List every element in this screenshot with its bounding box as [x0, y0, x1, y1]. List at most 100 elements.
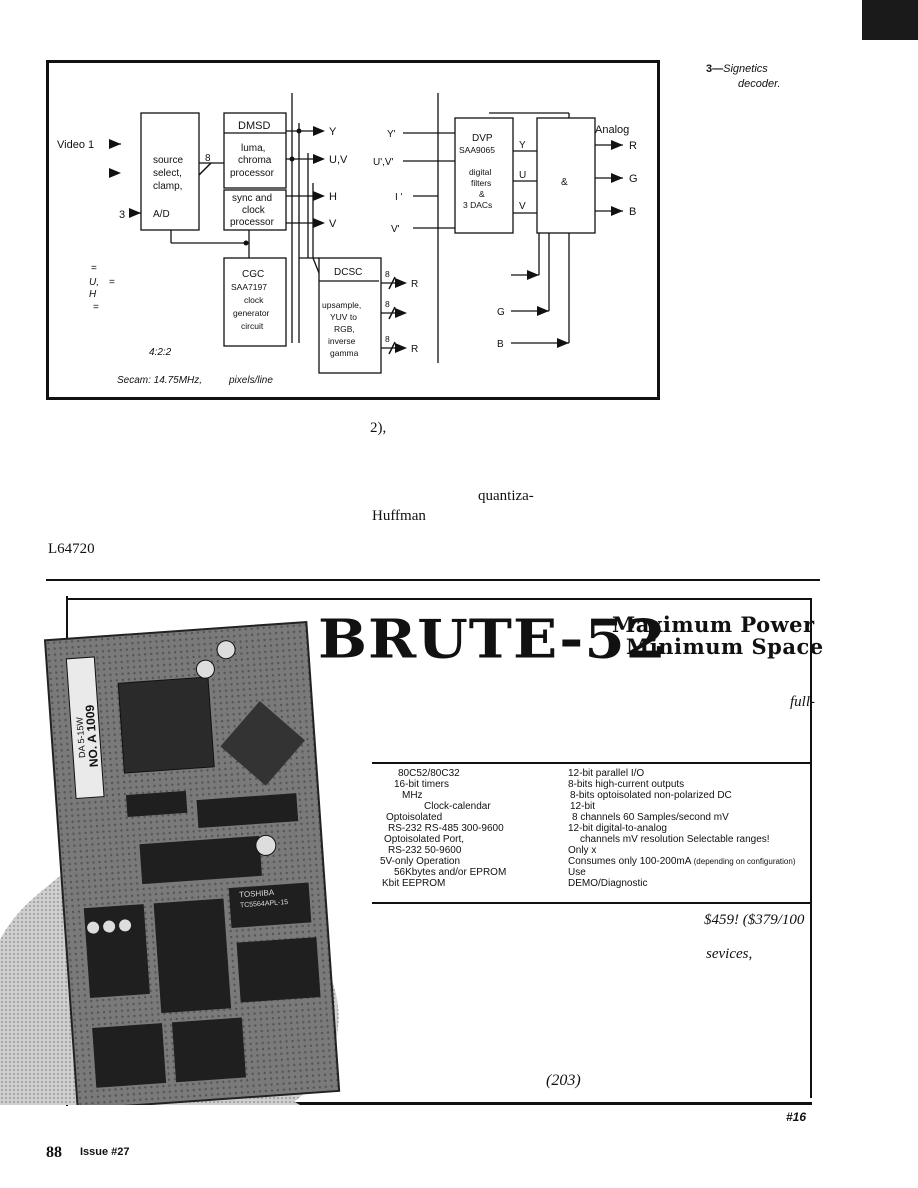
ad-spec-top-rule	[372, 762, 812, 764]
spec-left-4: Clock-calendar	[424, 801, 491, 812]
section-rule	[46, 579, 820, 581]
saa9065-text: SAA9065	[459, 145, 495, 155]
dvp-u: U	[519, 170, 526, 181]
figure-caption: 3—Signetics decoder.	[706, 62, 806, 92]
yuv-to-text: YUV to	[330, 312, 357, 322]
uv-prime: U',V'	[373, 157, 394, 168]
spec-right-4: 12-bit	[570, 801, 596, 812]
dcsc-text: DCSC	[334, 267, 362, 278]
dcsc-width-1: 8	[385, 269, 390, 279]
matrix-amp: &	[561, 177, 568, 188]
spec-left-11: Kbit EEPROM	[382, 878, 446, 889]
analog-r: R	[629, 140, 637, 152]
phone-fragment: (203)	[546, 1072, 581, 1089]
out-h: H	[329, 191, 337, 203]
article-fragment-1: 2),	[370, 420, 387, 436]
upsample-text: upsample,	[322, 300, 361, 310]
analog-g: G	[629, 173, 638, 185]
dacs-text: 3 DACs	[463, 200, 492, 210]
spec-left-8: RS-232 50-9600	[388, 845, 462, 856]
out-y: Y	[329, 126, 337, 138]
saa7197-text: SAA7197	[231, 282, 267, 292]
ad-fragment-full: full-	[790, 694, 815, 710]
spec-right-1: 12-bit parallel I/O	[568, 768, 645, 779]
spec-left-2: 16-bit timers	[394, 779, 450, 790]
caption-number: 3—	[706, 63, 724, 75]
module-label: DA 5-15W	[74, 716, 87, 758]
generator-text: generator	[233, 308, 270, 318]
out-v: V	[329, 218, 337, 230]
secam-text: Secam: 14.75MHz,	[117, 375, 202, 386]
spec-right-5: 8 channels 60 Samples/second mV	[572, 812, 729, 823]
legend-eq3: =	[93, 302, 99, 313]
analog-text: Analog	[595, 124, 629, 136]
spec-right-10: Consumes only 100-200mA (depending on co…	[568, 856, 796, 867]
spec-left-7: Optoisolated Port,	[384, 834, 465, 845]
rgb-text: RGB,	[334, 324, 355, 334]
spec-right-11: Use	[568, 867, 586, 878]
y-prime: Y'	[387, 129, 396, 140]
spec-right-3: 8-bits optoisolated non-polarized DC	[570, 790, 732, 801]
dmsd-block	[223, 112, 287, 189]
out-uv: U,V	[329, 154, 348, 166]
spec-right-2: 8-bits high-current outputs	[568, 779, 685, 790]
processor-text: processor	[230, 168, 275, 179]
pixels-text: pixels/line	[228, 375, 273, 386]
filters-text: filters	[471, 178, 491, 188]
spec-list-right: 12-bit parallel I/O 8-bits high-current …	[568, 768, 796, 889]
inverse-text: inverse	[328, 336, 356, 346]
spec-left-3: MHz	[402, 790, 423, 801]
spec-left-9: 5V-only Operation	[380, 856, 461, 867]
bus-width-label: 8	[205, 153, 211, 164]
ad-right-border	[810, 598, 812, 1098]
consumes-note: (depending on configuration)	[693, 857, 796, 866]
ad-spec-bottom-rule	[372, 902, 812, 904]
article-fragment-2: quantiza-	[478, 488, 534, 504]
dcsc-width-3: 8	[385, 334, 390, 344]
dcsc-width-2: 8	[385, 299, 390, 309]
price: $459! ($379/100	[704, 912, 805, 928]
sampling-text: 4:2:2	[149, 347, 172, 358]
block-diagram: Video 1 3 source select, clamp, A/D 8 DM…	[57, 93, 638, 386]
source-block	[140, 112, 200, 231]
page-number: 88	[46, 1144, 62, 1161]
chip-label-1: TOSHIBA	[239, 888, 275, 899]
reader-service-number: #16	[786, 1110, 807, 1124]
spec-list-left: 80C52/80C32 16-bit timers MHz Clock-cale…	[372, 768, 506, 889]
sync-text: sync and	[232, 193, 272, 204]
tagline-1: Maximum Power	[612, 612, 815, 637]
caption-line1: Signetics	[723, 63, 768, 75]
source-text: source	[153, 155, 183, 166]
h-prime: I '	[395, 192, 403, 203]
sync-clock-block	[223, 189, 287, 231]
module-number: NO. A 1009	[83, 704, 101, 768]
dvp-text: DVP	[472, 133, 493, 144]
article-fragment-3: Huffman	[372, 508, 426, 524]
cgc-text: CGC	[242, 269, 264, 280]
spec-right-12: DEMO/Diagnostic	[568, 878, 648, 889]
chroma-text: chroma	[238, 155, 272, 166]
caption-line2: decoder.	[738, 78, 781, 90]
dmsd-text: DMSD	[238, 120, 270, 132]
dcsc-r2: R	[411, 344, 418, 355]
spec-left-6: RS-232 RS-485 300-9600	[388, 823, 504, 834]
luma-text: luma,	[241, 143, 265, 154]
dcsc-block	[318, 257, 382, 374]
legend-h: H	[89, 289, 97, 300]
cgc-block	[223, 257, 287, 347]
dcsc-r: R	[411, 279, 418, 290]
services-fragment: sevices,	[706, 946, 753, 962]
clock2-text: clock	[244, 295, 264, 305]
gamma-text: gamma	[330, 348, 359, 358]
chip-label-2: TC5564APL-15	[240, 899, 289, 909]
article-fragment-4: L64720	[48, 541, 95, 557]
circuit-text: circuit	[241, 321, 264, 331]
brand-name: BRUTE-52	[318, 607, 668, 671]
ad-text: A/D	[153, 209, 170, 220]
legend-u: U,	[89, 277, 99, 288]
clamp-text: clamp,	[153, 181, 182, 192]
amp-text: &	[479, 189, 485, 199]
v-prime: V'	[391, 224, 400, 235]
processor2-text: processor	[230, 217, 275, 228]
tagline-2: Minimum Space	[626, 634, 824, 659]
